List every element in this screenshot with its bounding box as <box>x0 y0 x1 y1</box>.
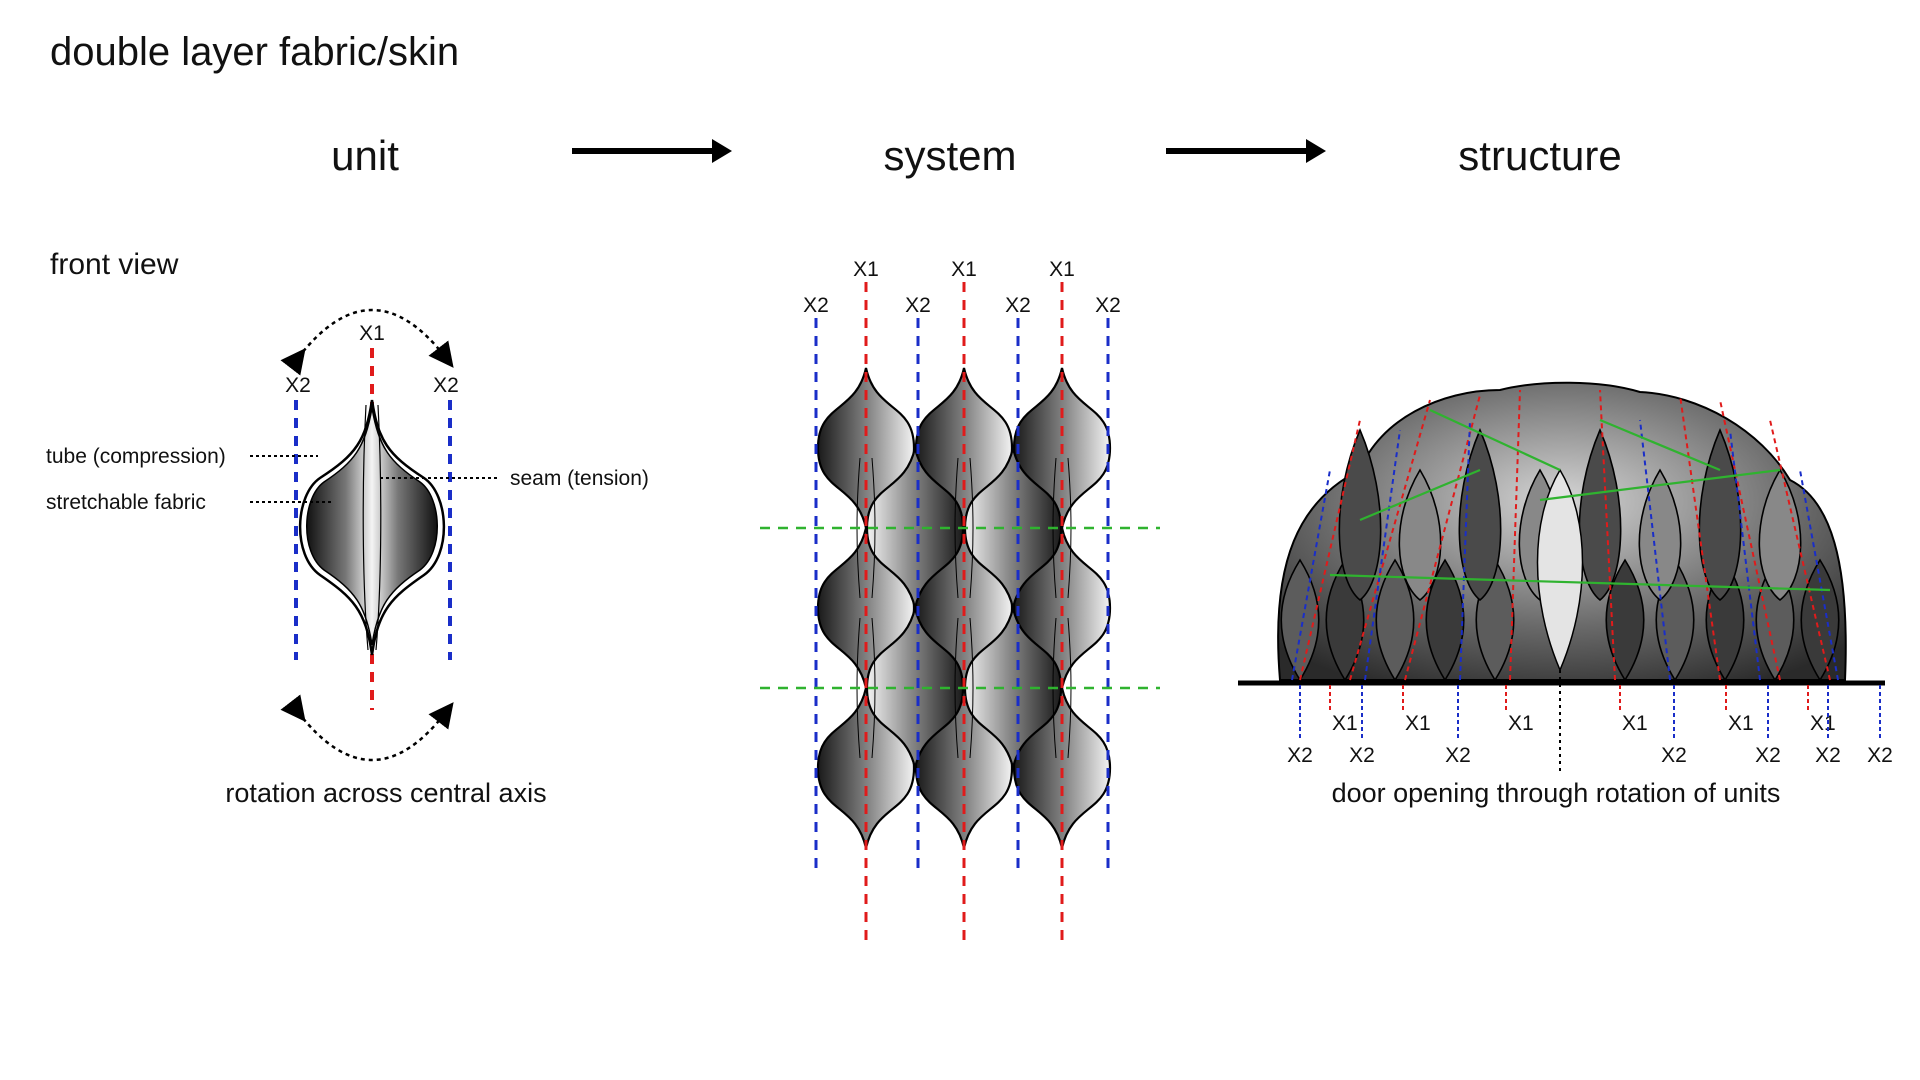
system-x2-label-4: X2 <box>1095 294 1121 317</box>
system-x1-label-2: X1 <box>951 258 977 281</box>
structure-x1-label-1: X1 <box>1405 712 1431 735</box>
structure-x2-label-0: X2 <box>1287 744 1313 767</box>
callout-fabric-label: stretchable fabric <box>46 491 206 514</box>
structure-x1-label-5: X1 <box>1810 712 1836 735</box>
callout-tube-label: tube (compression) <box>46 445 226 468</box>
structure-caption: door opening through rotation of units <box>1331 778 1781 808</box>
unit-x1-label: X1 <box>359 322 385 345</box>
structure-x2-label-3: X2 <box>1661 744 1687 767</box>
unit-caption: rotation across central axis <box>225 778 547 808</box>
dome-petal-low-0 <box>1280 558 1320 682</box>
dome-petal-top-2 <box>1458 427 1502 602</box>
dome-x1-line-6 <box>1719 399 1781 681</box>
system-seam-1 <box>954 457 974 599</box>
unit-x2-right-label: X2 <box>433 374 459 397</box>
rotation-arrow-top-icon <box>280 308 454 376</box>
structure-x2-label-1: X2 <box>1349 744 1375 767</box>
system-diagram: X1 X1 X1 X2 X2 X2 X2 <box>760 258 1160 940</box>
system-x2-label-2: X2 <box>905 294 931 317</box>
dome-x1-line-4 <box>1599 389 1616 681</box>
structure-x1-label-2: X1 <box>1508 712 1534 735</box>
dome-x1-line-3 <box>1509 389 1521 681</box>
dome-x2-line-3 <box>1639 419 1671 681</box>
dome-horizontal-line-2 <box>1539 468 1781 502</box>
dome-petal-top-6 <box>1698 427 1742 602</box>
stage-structure-heading: structure <box>1458 132 1622 179</box>
dome-x2-line-2 <box>1459 419 1471 681</box>
dome-petals <box>1280 427 1840 682</box>
unit-x2-left-label: X2 <box>285 374 311 397</box>
structure-x1-label-4: X1 <box>1728 712 1754 735</box>
rotation-arrow-bottom-icon <box>280 694 454 762</box>
dome-petal-top-1 <box>1398 468 1442 602</box>
dome-x1-line-5 <box>1679 394 1721 681</box>
dome-petal-low-2 <box>1375 558 1415 682</box>
unit-diagram: X1 X2 X2 tube (compression) stretchable … <box>46 308 649 762</box>
arrow-system-to-structure-icon <box>1166 139 1326 163</box>
dome-horizontal-line-1 <box>1359 468 1481 522</box>
dome-petal-top-5 <box>1638 468 1682 602</box>
callout-seam-label: seam (tension) <box>510 467 649 490</box>
stage-unit-heading: unit <box>331 132 399 179</box>
structure-x1-label-0: X1 <box>1332 712 1358 735</box>
stage-system-heading: system <box>883 132 1017 179</box>
structure-x2-label-5: X2 <box>1815 744 1841 767</box>
structure-x2-label-6: X2 <box>1867 744 1893 767</box>
dome-petal-low-5 <box>1605 558 1645 682</box>
arrow-unit-to-system-icon <box>572 139 732 163</box>
system-x2-label-3: X2 <box>1005 294 1031 317</box>
dome-x2-line-4 <box>1729 429 1761 681</box>
system-x2-label-1: X2 <box>803 294 829 317</box>
structure-x1-label-3: X1 <box>1622 712 1648 735</box>
dome-horizontal-line-4 <box>1599 418 1721 472</box>
unit-fabric <box>306 407 438 646</box>
dome-horizontal-line-3 <box>1429 409 1561 471</box>
dome-axis-lines <box>1291 389 1839 681</box>
dome-x1-line-1 <box>1349 399 1431 681</box>
system-seam-4 <box>954 617 974 759</box>
page-title: double layer fabric/skin <box>50 30 460 74</box>
dome-petal-top-7 <box>1758 468 1802 602</box>
system-offset-cell-r1-c0 <box>865 607 965 769</box>
structure-x2-label-2: X2 <box>1445 744 1471 767</box>
dome-x2-line-1 <box>1364 429 1401 681</box>
system-x1-label-3: X1 <box>1049 258 1075 281</box>
structure-x2-label-4: X2 <box>1755 744 1781 767</box>
dome-x1-line-2 <box>1404 394 1481 681</box>
system-x1-label-1: X1 <box>853 258 879 281</box>
system-axes <box>814 282 1110 940</box>
front-view-label: front view <box>50 248 179 281</box>
dome-horizontal-line-0 <box>1329 573 1831 592</box>
dome-petal-top-0 <box>1338 427 1382 602</box>
unit-seam <box>362 404 382 651</box>
